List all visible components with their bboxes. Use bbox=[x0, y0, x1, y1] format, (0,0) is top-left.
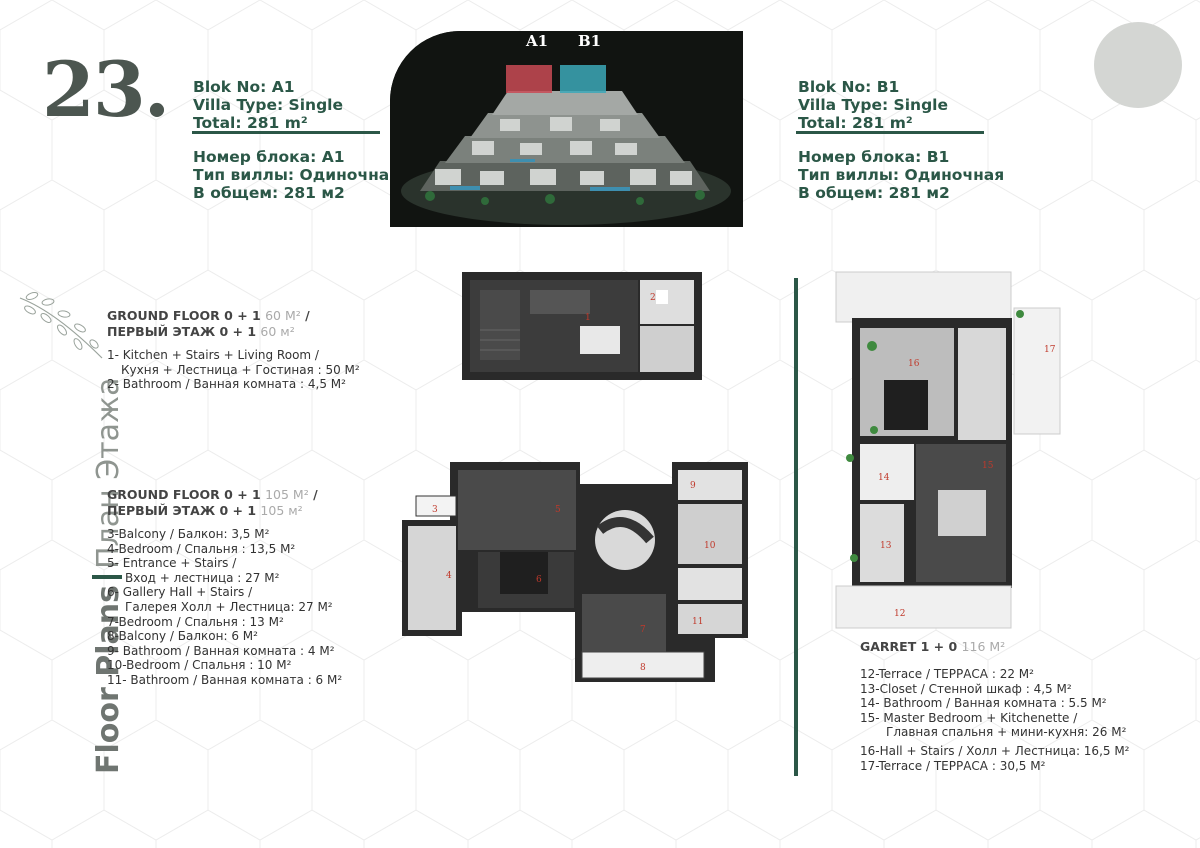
room-item: 4-Bedroom / Спальня : 13,5 M² bbox=[107, 541, 296, 556]
plan-room-number: 15 bbox=[982, 461, 994, 471]
floor-plan-ground-small: 1 2 bbox=[462, 272, 702, 380]
block-a1-info: Blok No: A1 Villa Type: Single Total: 28… bbox=[193, 78, 343, 132]
room-item: 6- Gallery Hall + Stairs / bbox=[107, 585, 253, 600]
room-item: 13-Closet / Стенной шкаф : 4,5 M² bbox=[860, 681, 1072, 696]
block-b1-total: Total: 281 m² bbox=[798, 114, 913, 132]
plan-room-number: 6 bbox=[536, 575, 542, 585]
room-item: Галерея Холл + Лестница: 27 M² bbox=[125, 599, 333, 614]
leaf-branch-icon bbox=[19, 292, 103, 359]
room-item: 5- Entrance + Stairs / bbox=[107, 556, 237, 571]
room-list: 1- Kitchen + Stairs + Living Room / Кухн… bbox=[107, 348, 360, 392]
plan-room-number: 14 bbox=[878, 473, 890, 483]
room-list: 3-Balcony / Балкон: 3,5 M² 4-Bedroom / С… bbox=[107, 527, 342, 688]
floor-plan-garret: 12 13 14 15 16 17 bbox=[835, 271, 1061, 629]
vertical-divider bbox=[794, 278, 798, 776]
room-item: 16-Hall + Stairs / Холл + Лестница: 16,5… bbox=[860, 743, 1130, 758]
plan-room-number: 5 bbox=[555, 505, 561, 515]
room-item: 11- Bathroom / Ванная комната : 6 M² bbox=[107, 672, 343, 687]
plan-room-number: 2 bbox=[650, 293, 656, 303]
floor-area-en: 105 M² bbox=[265, 487, 309, 502]
plan-room-number: 16 bbox=[908, 359, 920, 369]
room-list: 12-Terrace / ТЕРРАСА : 22 M² 13-Closet /… bbox=[860, 667, 1130, 773]
floor-heading-ru: ПЕРВЫЙ ЭТАЖ 0 + 1 60 м² bbox=[107, 324, 360, 340]
building-render-illustration: A1 B1 bbox=[390, 31, 743, 227]
plan-room-number: 17 bbox=[1044, 345, 1056, 355]
floor-heading-ru: ПЕРВЫЙ ЭТАЖ 0 + 1 105 м² bbox=[107, 503, 342, 519]
floor-title-en: GROUND FLOOR 0 + 1 bbox=[107, 308, 261, 323]
room-item: 3-Balcony / Балкон: 3,5 M² bbox=[107, 527, 270, 541]
plan-room-number: 3 bbox=[432, 505, 438, 515]
plan-room-number: 13 bbox=[880, 541, 892, 551]
plan-room-number: 9 bbox=[690, 481, 696, 491]
block-b1-divider bbox=[796, 131, 984, 134]
floor-plan-ground-large: 3 4 5 6 7 8 9 10 11 bbox=[402, 462, 748, 682]
plan-room-number: 8 bbox=[640, 663, 646, 673]
floor-heading: GROUND FLOOR 0 + 1 105 M² / bbox=[107, 487, 342, 503]
room-item: 15- Master Bedroom + Kitchenette / bbox=[860, 710, 1078, 725]
floor-area-ru: 105 м² bbox=[260, 503, 303, 518]
room-item: Кухня + Лестница + Гостиная : 50 M² bbox=[121, 362, 360, 377]
room-item: 17-Terrace / ТЕРРАСА : 30,5 M² bbox=[860, 758, 1046, 773]
floor-title-ru: ПЕРВЫЙ ЭТАЖ 0 + 1 bbox=[107, 324, 257, 339]
floor-section-ground-small: GROUND FLOOR 0 + 1 60 M² / ПЕРВЫЙ ЭТАЖ 0… bbox=[107, 308, 360, 392]
hero-label-b1: B1 bbox=[578, 32, 601, 50]
plan-room-number: 4 bbox=[446, 571, 452, 581]
block-a1-total-ru: В общем: 281 м2 bbox=[193, 184, 345, 202]
block-a1-total: Total: 281 m² bbox=[193, 114, 308, 132]
hero-label-a1: A1 bbox=[525, 32, 548, 50]
room-item: 1- Kitchen + Stairs + Living Room / bbox=[107, 348, 319, 362]
floor-title-separator: / bbox=[308, 487, 318, 502]
block-a1-type: Villa Type: Single bbox=[193, 96, 343, 114]
building-render: A1 B1 bbox=[390, 31, 743, 227]
block-a1-number-ru: Номер блока: A1 bbox=[193, 148, 345, 166]
block-a1-type-ru: Тип виллы: Одиночная bbox=[193, 166, 400, 184]
floor-heading: GARRET 1 + 0 116 M² bbox=[860, 639, 1130, 655]
block-b1-type: Villa Type: Single bbox=[798, 96, 948, 114]
block-b1-type-ru: Тип виллы: Одиночная bbox=[798, 166, 1005, 184]
floor-section-garret: GARRET 1 + 0 116 M² 12-Terrace / ТЕРРАСА… bbox=[860, 639, 1130, 773]
block-a1-info-ru: Номер блока: A1 Тип виллы: Одиночная В о… bbox=[193, 148, 399, 202]
room-item: Вход + лестница : 27 M² bbox=[125, 570, 280, 585]
room-item: 14- Bathroom / Ванная комната : 5.5 M² bbox=[860, 696, 1107, 711]
decorative-circle bbox=[1094, 22, 1182, 108]
floor-title-en: GARRET 1 + 0 bbox=[860, 639, 958, 654]
plan-room-number: 7 bbox=[640, 625, 646, 635]
floor-area-en: 116 M² bbox=[961, 639, 1006, 654]
page-number: 23. bbox=[42, 45, 170, 134]
block-b1-info-ru: Номер блока: B1 Тип виллы: Одиночная В о… bbox=[798, 148, 1004, 202]
room-item: 7-Bedroom / Спальня : 13 M² bbox=[107, 614, 284, 629]
room-item: 8-Balcony / Балкон: 6 M² bbox=[107, 629, 258, 644]
floor-title-en: GROUND FLOOR 0 + 1 bbox=[107, 487, 261, 502]
plan-room-number: 12 bbox=[894, 609, 905, 619]
plan-room-number: 10 bbox=[704, 541, 716, 551]
room-item: 9- Bathroom / Ванная комната : 4 M² bbox=[107, 643, 335, 658]
room-item: 10-Bedroom / Спальня : 10 M² bbox=[107, 658, 292, 673]
block-b1-total-ru: В общем: 281 м2 bbox=[798, 184, 950, 202]
block-b1-number-ru: Номер блока: B1 bbox=[798, 148, 950, 166]
floor-area-en: 60 M² bbox=[265, 308, 301, 323]
room-item: 12-Terrace / ТЕРРАСА : 22 M² bbox=[860, 667, 1034, 681]
plan-room-number: 11 bbox=[692, 617, 703, 627]
floor-title-separator: / bbox=[300, 308, 310, 323]
block-a1-number: Blok No: A1 bbox=[193, 78, 295, 96]
block-b1-number: Blok No: B1 bbox=[798, 78, 900, 96]
room-item: Главная спальня + мини-кухня: 26 M² bbox=[886, 725, 1127, 740]
room-item: 2- Bathroom / Ванная комната : 4,5 M² bbox=[107, 377, 346, 392]
floor-area-ru: 60 м² bbox=[260, 324, 295, 339]
floor-title-ru: ПЕРВЫЙ ЭТАЖ 0 + 1 bbox=[107, 503, 257, 518]
floor-heading: GROUND FLOOR 0 + 1 60 M² / bbox=[107, 308, 360, 324]
block-b1-info: Blok No: B1 Villa Type: Single Total: 28… bbox=[798, 78, 948, 132]
block-a1-divider bbox=[192, 131, 380, 134]
plan-room-number: 1 bbox=[585, 313, 591, 323]
floor-section-ground-large: GROUND FLOOR 0 + 1 105 M² / ПЕРВЫЙ ЭТАЖ … bbox=[107, 487, 342, 688]
